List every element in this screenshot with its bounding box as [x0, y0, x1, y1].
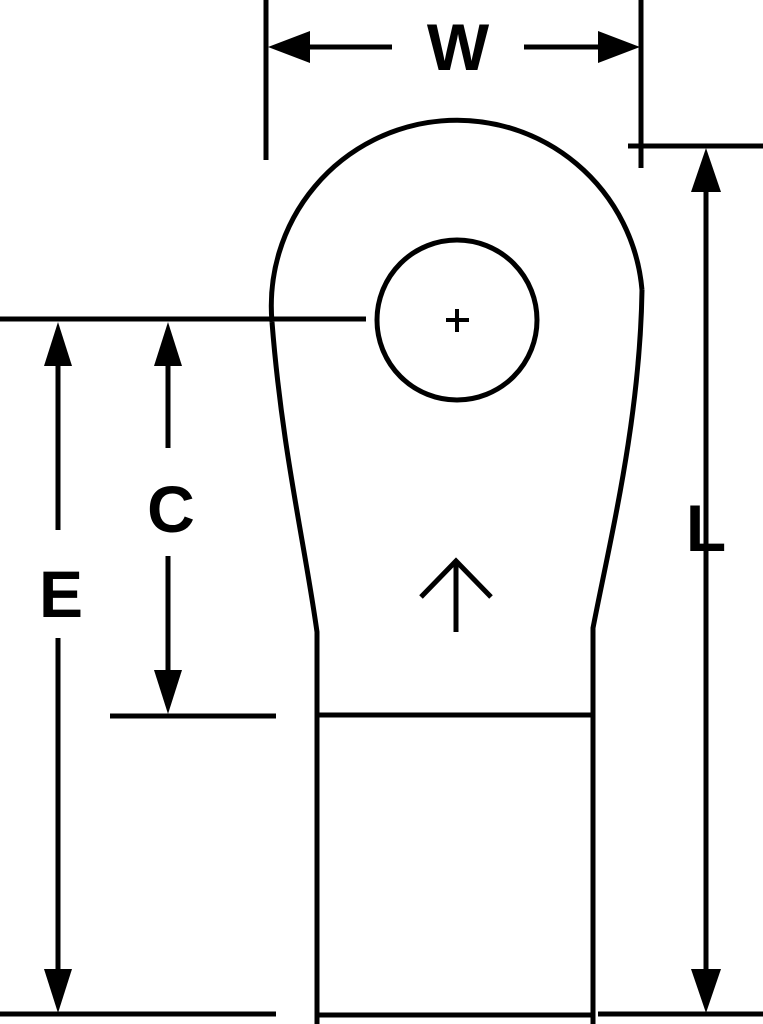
dimension-w-group: W — [263, 0, 644, 168]
l-arrow-head-top — [691, 148, 721, 192]
terminal-outline-group — [268, 117, 645, 1024]
dimension-c-group: C — [110, 322, 276, 719]
tongue-left-taper — [269, 321, 320, 715]
dimension-l-group: L — [598, 143, 763, 1017]
w-arrow-right-head — [598, 31, 640, 63]
dimension-e-group: E — [0, 316, 366, 1017]
ring-outer-arc — [268, 117, 645, 323]
dimension-label-c: C — [147, 472, 195, 546]
c-arrow-head-top — [154, 322, 182, 366]
tongue-right-taper — [590, 289, 645, 715]
w-arrow-left-head — [268, 31, 310, 63]
insertion-arrow-head — [419, 557, 493, 599]
l-arrow-head-bottom — [691, 969, 721, 1013]
dimension-label-e: E — [39, 557, 83, 631]
e-arrow-head-bottom — [44, 969, 72, 1013]
e-arrow-head-top — [44, 322, 72, 366]
c-arrow-head-bottom — [154, 670, 182, 714]
hole-center-mark-group — [446, 309, 469, 332]
dimension-label-w: W — [427, 10, 490, 84]
stud-hole-circle — [374, 237, 540, 403]
dimension-label-l: L — [686, 491, 726, 565]
insertion-direction-arrow-icon — [419, 557, 493, 632]
